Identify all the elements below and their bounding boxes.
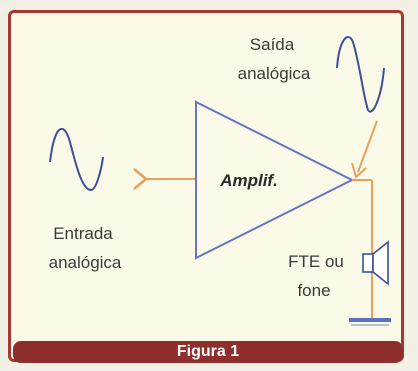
input-label-line2: analógica <box>49 253 122 272</box>
output-sine-wave-icon <box>336 36 385 113</box>
caption-bar: Figura 1 <box>13 341 403 363</box>
amplifier-label: Amplif. <box>219 171 278 190</box>
output-label-line1: Saída <box>250 35 295 54</box>
output-label-line2: analógica <box>238 64 311 83</box>
output-arrow <box>351 120 378 179</box>
output-wire <box>352 179 373 318</box>
input-wire <box>133 168 196 190</box>
figure-caption: Figura 1 <box>176 343 240 360</box>
speaker-icon <box>362 240 389 286</box>
speaker-label-line1: FTE ou <box>288 252 344 271</box>
ground-icon <box>349 318 391 326</box>
amplifier-triangle <box>195 100 355 260</box>
speaker-label-line2: fone <box>297 281 330 300</box>
input-label-line1: Entrada <box>53 224 113 243</box>
input-sine-wave-icon <box>49 127 104 192</box>
